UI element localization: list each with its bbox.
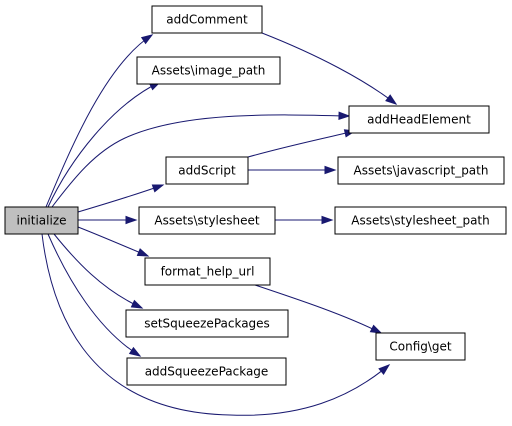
edge-line [247, 130, 356, 158]
node-assets-javascript-path[interactable]: Assets\javascript_path [337, 156, 505, 185]
node-assets-stylesheet[interactable]: Assets\stylesheet [138, 206, 276, 235]
edge-stylesheet-to-stylesheet_path [275, 215, 334, 225]
arrowhead-icon [130, 299, 144, 309]
node-format-help-url[interactable]: format_help_url [144, 257, 271, 286]
node-addHeadElement[interactable]: addHeadElement [348, 105, 490, 134]
edge-initialize-to-config_get [41, 233, 391, 416]
edge-line [47, 81, 161, 208]
node-setSqueezePackages-label: setSqueezePackages [144, 317, 270, 331]
arrowhead-icon [378, 364, 391, 375]
node-assets-image-path-label: Assets\image_path [152, 64, 266, 78]
node-initialize[interactable]: initialize [4, 206, 79, 235]
arrowhead-icon [140, 34, 154, 45]
arrowhead-icon [385, 94, 398, 105]
node-assets-stylesheet-path[interactable]: Assets\stylesheet_path [334, 206, 507, 235]
node-config-get-label: Config\get [389, 340, 452, 354]
edge-initialize-to-setSqueezePackages [53, 233, 144, 309]
edge-format_help_url-to-config_get [254, 284, 383, 334]
arrowhead-icon [128, 346, 142, 357]
node-initialize-label: initialize [16, 214, 66, 228]
edge-addScript-to-addHeadElement [247, 129, 357, 158]
node-setSqueezePackages[interactable]: setSqueezePackages [125, 309, 289, 338]
edge-initialize-to-addComment [45, 34, 154, 208]
arrowhead-icon [338, 111, 351, 120]
edge-addScript-to-javascript_path [248, 165, 337, 175]
edge-initialize-to-addSqueezePackage [47, 233, 142, 357]
node-assets-javascript-path-label: Assets\javascript_path [354, 164, 489, 178]
arrowhead-icon [151, 184, 165, 193]
node-assets-stylesheet-path-label: Assets\stylesheet_path [351, 214, 489, 228]
edge-addComment-to-addHeadElement [261, 32, 398, 105]
edge-initialize-to-format_help_url [77, 226, 150, 257]
arrowhead-icon [369, 324, 383, 334]
edge-line [261, 32, 397, 105]
edge-line [53, 233, 143, 309]
edge-initialize-to-addHeadElement [51, 111, 351, 208]
arrowhead-icon [136, 248, 150, 257]
edge-line [45, 34, 153, 208]
node-assets-stylesheet-label: Assets\stylesheet [154, 214, 259, 228]
edge-initialize-to-stylesheet [78, 215, 138, 225]
node-addScript[interactable]: addScript [165, 156, 249, 185]
edge-line [254, 284, 382, 334]
node-addSqueezePackage[interactable]: addSqueezePackage [126, 357, 287, 386]
node-addSqueezePackage-label: addSqueezePackage [145, 365, 269, 379]
arrowhead-icon [324, 165, 337, 175]
node-config-get[interactable]: Config\get [375, 332, 466, 361]
node-format-help-url-label: format_help_url [161, 265, 255, 279]
arrowhead-icon [125, 215, 138, 225]
edge-line [47, 233, 141, 357]
node-addScript-label: addScript [178, 164, 236, 178]
node-addHeadElement-label: addHeadElement [367, 113, 471, 127]
node-assets-image-path[interactable]: Assets\image_path [136, 56, 281, 85]
edge-line [51, 114, 350, 208]
edge-line [77, 226, 149, 257]
edge-line [41, 233, 390, 416]
node-addComment[interactable]: addComment [151, 5, 263, 34]
edge-initialize-to-addScript [77, 184, 165, 213]
edge-initialize-to-image_path [47, 81, 162, 208]
node-addComment-label: addComment [166, 13, 248, 27]
arrowhead-icon [321, 215, 334, 225]
